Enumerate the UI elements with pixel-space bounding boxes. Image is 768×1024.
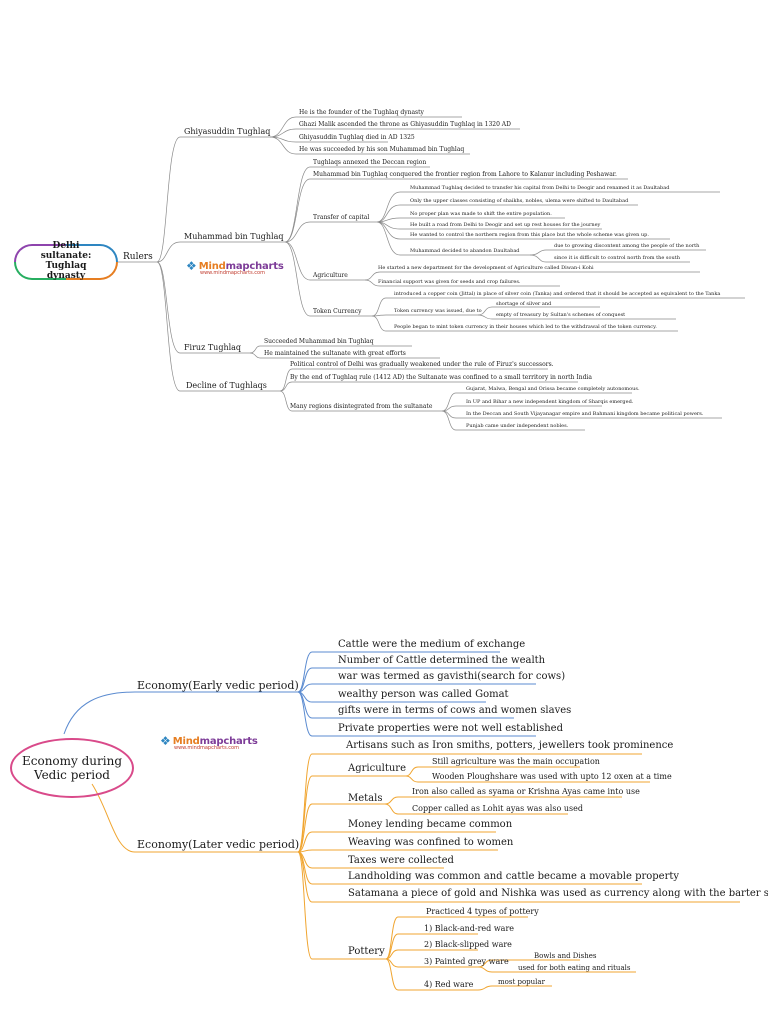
later-artisans: Artisans such as Iron smiths, potters, j… (346, 740, 674, 751)
later-item: Money lending became common (348, 819, 513, 830)
later-item: Weaving was confined to women (348, 837, 514, 848)
issued-item: shortage of silver and (496, 301, 552, 307)
pottery-item: 2) Black-slipped ware (424, 940, 512, 949)
vedic-economy-mindmap: Economy during Vedic period ❖ Mindmapcha… (0, 512, 768, 1024)
token-item: introduced a copper coin (Jittal) in pla… (394, 291, 721, 297)
logo: ❖ Mindmapcharts www.mindmapcharts.com (160, 734, 258, 751)
capital-item: Only the upper classes consisting of sha… (410, 198, 629, 204)
decline-item: Political control of Delhi was gradually… (290, 361, 554, 368)
abandon-item: due to growing discontent among the peop… (554, 243, 700, 249)
capital-item: He wanted to control the northern region… (410, 232, 649, 238)
decline-regions: Many regions disintegrated from the sult… (290, 403, 433, 410)
branch-transfer-capital: Transfer of capital (313, 214, 370, 221)
capital-item: Muhammad Tughlaq decided to transfer his… (410, 185, 670, 191)
pottery-item: Practiced 4 types of pottery (426, 907, 539, 916)
branch-muhammad: Muhammad bin Tughlaq (184, 232, 284, 241)
branch-early-vedic: Economy(Early vedic period) (137, 679, 299, 692)
pottery-item: 3) Painted grey ware (424, 957, 509, 966)
logo: ❖ Mindmapcharts www.mindmapcharts.com (186, 259, 284, 276)
agri-item: Still agriculture was the main occupatio… (432, 757, 600, 766)
early-item: wealthy person was called Gomat (338, 689, 509, 700)
vedic-root-line2: Vedic period (34, 768, 110, 782)
capital-item: He built a road from Delhi to Deogir and… (410, 222, 601, 228)
early-item: Private properties were not well establi… (338, 723, 563, 734)
muhammad-item: Tughlaqs annexed the Deccan region (313, 159, 427, 166)
region-item: Gujarat, Malwa, Bengal and Orissa became… (466, 386, 640, 392)
pottery-item: 1) Black-and-red ware (424, 924, 514, 933)
branch-firuz: Firuz Tughlaq (184, 343, 242, 352)
early-item: Number of Cattle determined the wealth (338, 655, 546, 666)
firuz-item: Succeeded Muhammad bin Tughlaq (264, 338, 374, 345)
logo-url: www.mindmapcharts.com (200, 270, 265, 276)
tughlaq-connectors (118, 116, 745, 431)
branch-decline: Decline of Tughlaqs (186, 381, 267, 390)
later-agriculture: Agriculture (348, 763, 406, 774)
early-item: gifts were in terms of cows and women sl… (338, 705, 572, 716)
decline-item: By the end of Tughlaq rule (1412 AD) the… (290, 374, 592, 381)
ghiyas-item: Ghazi Malik ascended the throne as Ghiya… (299, 121, 511, 128)
early-item: war was termed as gavisthi(search for co… (338, 671, 566, 682)
agri-item: Financial support was given for seeds an… (378, 279, 521, 285)
branch-ghiyasuddin: Ghiyasuddin Tughlaq (184, 127, 271, 136)
logo-brand: Mindmapcharts (172, 735, 258, 747)
agri-item: Wooden Ploughshare was used with upto 12… (432, 772, 672, 781)
ghiyas-item: He was succeeded by his son Muhammad bin… (299, 146, 465, 153)
later-metals: Metals (348, 793, 383, 804)
abandon-item: since it is difficult to control north f… (554, 255, 680, 261)
token-last: People began to mint token currency in t… (394, 324, 657, 330)
ghiyas-item: Ghiyasuddin Tughlaq died in AD 1325 (299, 134, 415, 141)
issued-item: empty of treasury by Sultan's schemes of… (496, 312, 626, 318)
vedic-root-line1: Economy during (21, 753, 123, 768)
metals-item: Copper called as Lohit ayas was also use… (412, 804, 583, 813)
early-item: Cattle were the medium of exchange (338, 639, 526, 650)
grey-item: Bowls and Dishes (534, 952, 597, 960)
metals-item: Iron also called as syama or Krishna Aya… (412, 787, 640, 796)
firuz-item: He maintained the sultanate with great e… (264, 350, 406, 357)
region-item: In UP and Bihar a new independent kingdo… (466, 399, 634, 405)
rulers-label: Rulers (123, 252, 153, 262)
region-item: Punjab came under independent nobles. (466, 423, 569, 429)
grey-item: used for both eating and rituals (518, 964, 631, 972)
capital-item: No proper plan was made to shift the ent… (410, 211, 552, 217)
later-pottery: Pottery (348, 946, 385, 957)
vedic-root-node: Economy during Vedic period (10, 738, 134, 798)
logo-knot-icon: ❖ (160, 734, 171, 748)
later-item: Landholding was common and cattle became… (348, 871, 680, 882)
later-item: Taxes were collected (348, 855, 454, 866)
logo-url: www.mindmapcharts.com (174, 745, 239, 751)
red-item: most popular (498, 978, 545, 986)
branch-token-currency: Token Currency (313, 308, 362, 315)
logo-brand: Mindmapcharts (198, 260, 284, 272)
muhammad-item: Muhammad bin Tughlaq conquered the front… (313, 171, 617, 178)
branch-later-vedic: Economy(Later vedic period) (137, 838, 300, 851)
tughlaq-mindmap: Delhi sultanate: Tughlaq dynasty Rulers … (14, 109, 745, 431)
later-item: Satamana a piece of gold and Nishka was … (348, 888, 768, 899)
root-label: Delhi sultanate: Tughlaq dynasty (40, 241, 92, 281)
root-node: Delhi sultanate: Tughlaq dynasty (14, 241, 118, 281)
branch-agriculture: Agriculture (313, 272, 348, 279)
pottery-item: 4) Red ware (424, 980, 474, 989)
region-item: In the Deccan and South Vijayanagar empi… (466, 411, 704, 417)
ghiyas-item: He is the founder of the Tughlaq dynasty (299, 109, 424, 116)
capital-abandon: Muhammad decided to abandon Daultabad (410, 248, 520, 254)
logo-knot-icon: ❖ (186, 259, 197, 273)
agri-item: He started a new department for the deve… (378, 265, 594, 271)
token-issued: Token currency was issued, due to (394, 308, 482, 314)
